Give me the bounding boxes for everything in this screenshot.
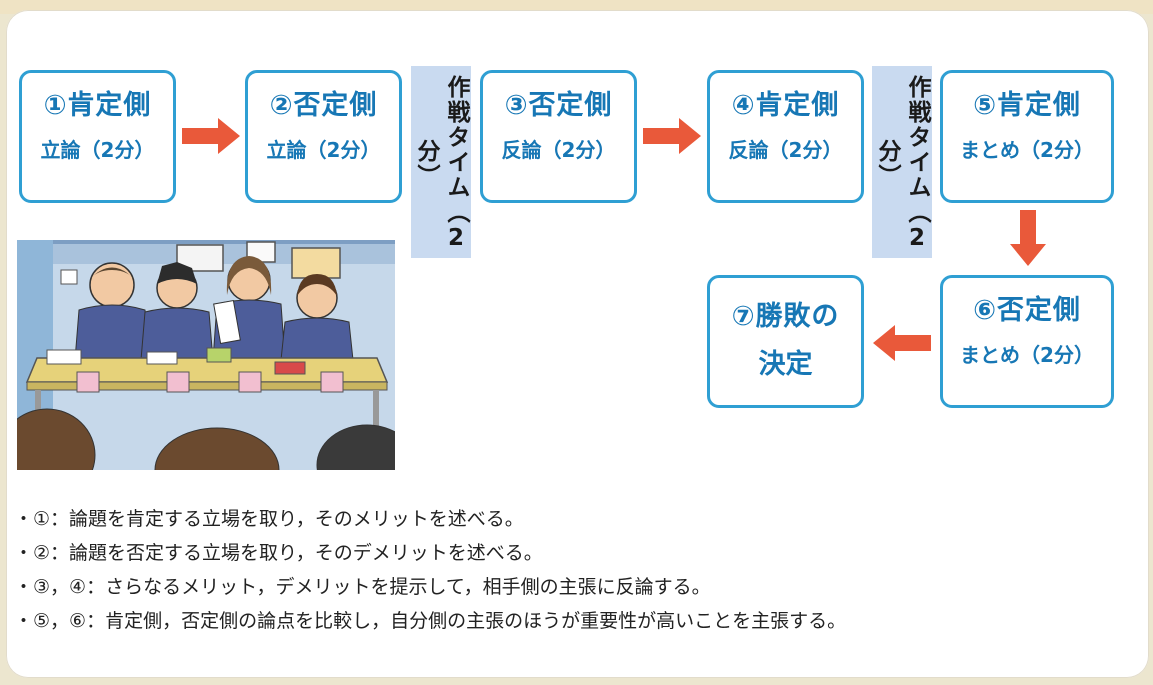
- step-3-task: 反論（2分）: [501, 138, 616, 162]
- step-7-role: 勝敗の: [755, 301, 840, 332]
- note-1: ・①：論題を肯定する立場を取り，そのメリットを述べる。: [14, 508, 524, 530]
- step-3-box: ③否定側 反論（2分）: [480, 70, 637, 203]
- step-7-box: ⑦勝敗の 決定: [707, 275, 864, 408]
- arrow-left-icon: [873, 325, 931, 361]
- debate-illustration: [17, 240, 395, 470]
- step-6-role: 否定側: [996, 295, 1081, 326]
- step-1-box: ①肯定側 立論（2分）: [19, 70, 176, 203]
- step-4-task: 反論（2分）: [728, 138, 843, 162]
- step-5-role: 肯定側: [996, 90, 1081, 121]
- step-7-task: 決定: [758, 349, 813, 380]
- step-5-box: ⑤肯定側 まとめ（2分）: [940, 70, 1114, 203]
- step-2-task: 立論（2分）: [266, 138, 381, 162]
- arrow-right-2-icon: [643, 118, 701, 154]
- arrow-right-1-icon: [182, 118, 240, 154]
- step-2-role: 否定側: [293, 90, 378, 121]
- note-4: ・⑤，⑥：肯定側，否定側の論点を比較し，自分側の主張のほうが重要性が高いことを主…: [14, 610, 847, 632]
- step-4-number: ④: [731, 90, 756, 121]
- step-6-box: ⑥否定側 まとめ（2分）: [940, 275, 1114, 408]
- step-3-number: ③: [504, 90, 529, 121]
- strategy-time-bar-2: 作戦タイム（2分）: [872, 66, 932, 258]
- step-3-role: 否定側: [528, 90, 613, 121]
- strategy-time-label-2: 作戦タイム（2分）: [874, 75, 930, 253]
- arrow-down-icon: [1010, 210, 1046, 266]
- step-1-role: 肯定側: [67, 90, 152, 121]
- note-3: ・③，④：さらなるメリット，デメリットを提示して，相手側の主張に反論する。: [14, 576, 711, 598]
- step-4-role: 肯定側: [755, 90, 840, 121]
- step-6-task: まとめ（2分）: [960, 343, 1094, 367]
- step-4-box: ④肯定側 反論（2分）: [707, 70, 864, 203]
- step-2-box: ②否定側 立論（2分）: [245, 70, 402, 203]
- step-1-number: ①: [43, 90, 68, 121]
- step-5-task: まとめ（2分）: [960, 138, 1094, 162]
- step-6-number: ⑥: [973, 295, 997, 326]
- strategy-time-bar-1: 作戦タイム（2分）: [411, 66, 471, 258]
- step-7-number: ⑦: [731, 301, 756, 332]
- strategy-time-label-1: 作戦タイム（2分）: [413, 75, 469, 253]
- step-2-number: ②: [269, 90, 294, 121]
- notes-list: ・①：論題を肯定する立場を取り，そのメリットを述べる。 ・②：論題を否定する立場…: [14, 502, 846, 638]
- step-5-number: ⑤: [973, 90, 997, 121]
- note-2: ・②：論題を否定する立場を取り，そのデメリットを述べる。: [14, 542, 543, 564]
- step-1-task: 立論（2分）: [40, 138, 155, 162]
